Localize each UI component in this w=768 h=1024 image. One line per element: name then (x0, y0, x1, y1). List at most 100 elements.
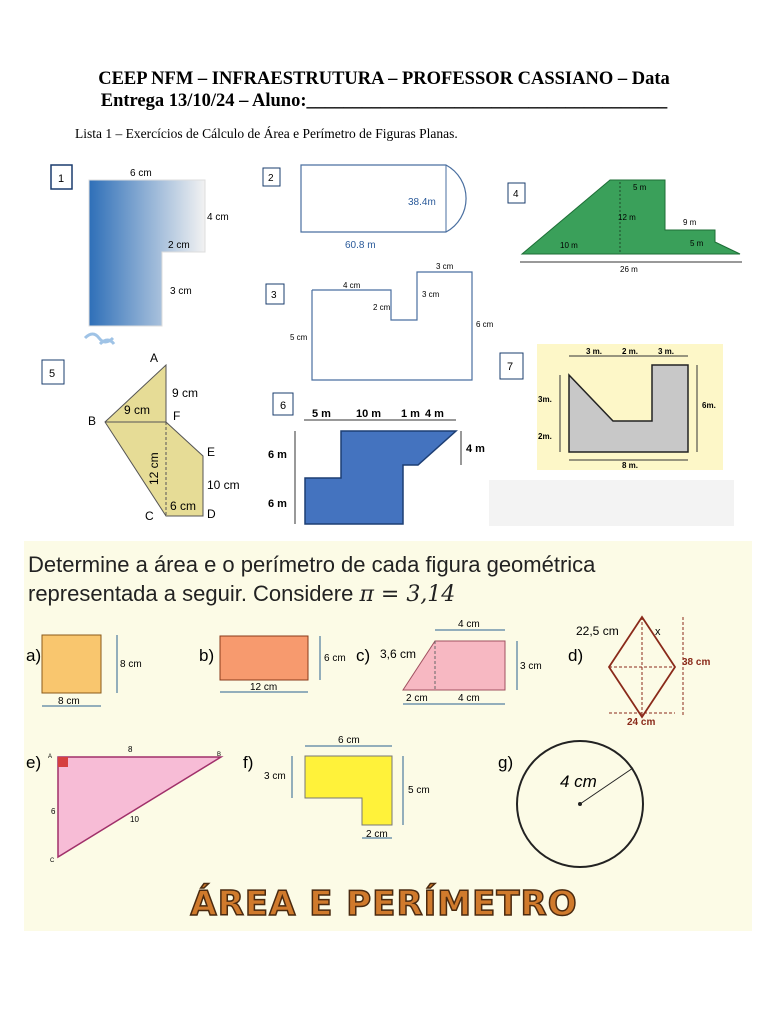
figure-g-circle (516, 740, 644, 868)
figure-2: 2 38.4m 60.8 m (262, 164, 467, 251)
figure-6: 6 5 m 10 m 1 m 4 m 6 m 6 m 4 m (268, 392, 485, 525)
figure-a: a) 8 cm 8 cm (26, 634, 142, 707)
figure-5: 5 A B C D E F 9 cm 9 cm 12 cm 6 cm 10 cm (41, 351, 240, 523)
figure-f-label: f) (243, 753, 253, 772)
figure-3-shape (311, 271, 473, 381)
figure-6-r-label: 4 m (466, 443, 485, 455)
figure-5-bf-label: 9 cm (124, 403, 150, 417)
figure-4-right-label: 5 m (690, 239, 704, 248)
figure-2-number: 2 (268, 173, 274, 184)
figure-f-bottom-label: 2 cm (366, 829, 388, 840)
figure-d: d) 22,5 cm x 38 cm 24 cm (568, 615, 710, 728)
figure-5-height-label: 12 cm (147, 452, 161, 485)
figure-b-label: b) (199, 646, 214, 665)
figure-d-label: d) (568, 646, 583, 665)
figure-3-righttop-label: 3 cm (436, 262, 454, 271)
figure-3: 3 4 cm 2 cm 3 cm 3 cm 6 cm 5 cm (265, 262, 494, 381)
figure-e-hyp-label: 10 (130, 815, 139, 824)
figure-7-r-label: 6m. (702, 401, 716, 410)
figure-f: f) 6 cm 3 cm 5 cm 2 cm (243, 735, 430, 840)
task-instructions: Determine a área e o perímetro de cada f… (28, 550, 748, 609)
figure-1-shape (88, 179, 206, 327)
figure-6-d4-label: 4 m (425, 408, 444, 420)
figure-4: 4 5 m 12 m 9 m 5 m 10 m 26 m (507, 179, 742, 274)
figure-1-number: 1 (58, 173, 64, 185)
figure-7-gray-band (489, 480, 734, 526)
figure-5-point-d: D (207, 507, 216, 521)
wave-decoration (83, 332, 116, 346)
figure-5-number: 5 (49, 368, 55, 380)
figure-d-side-label: 22,5 cm (576, 624, 619, 638)
figure-e: e) A B C 8 6 10 (26, 745, 224, 864)
figure-3-lefttop-label: 4 cm (343, 281, 361, 290)
figure-5-point-c: C (145, 509, 154, 523)
figure-g-radius-label: 4 cm (560, 772, 597, 791)
figure-7-shape (568, 364, 689, 453)
figure-5-point-a: A (150, 351, 158, 365)
figure-g-radius-line (579, 767, 634, 805)
figure-b-side-label: 6 cm (324, 653, 346, 664)
figure-3-number: 3 (271, 290, 277, 301)
figure-5-point-b: B (88, 414, 96, 428)
figure-e-triangle (57, 756, 224, 859)
figure-d-height-label: 38 cm (682, 657, 710, 668)
figure-4-step-label: 9 m (683, 218, 697, 227)
figure-a-bottom-label: 8 cm (58, 696, 80, 707)
figure-3-left-label: 5 cm (290, 333, 308, 342)
figure-6-number-box (272, 392, 294, 416)
figure-a-side-label: 8 cm (120, 659, 142, 670)
figure-3-notchh-label: 3 cm (422, 290, 440, 299)
figure-6-d1-label: 5 m (312, 408, 331, 420)
exercise-panel (24, 541, 752, 931)
figure-b: b) 6 cm 12 cm (199, 635, 346, 693)
figure-1: 1 6 cm 4 cm 2 cm 3 cm (50, 164, 229, 346)
figure-f-top-label: 6 cm (338, 735, 360, 746)
figure-e-right-angle (58, 757, 68, 767)
figure-e-top-label: 8 (128, 745, 133, 754)
figure-6-number: 6 (280, 400, 286, 412)
figure-5-cd-label: 6 cm (170, 499, 196, 513)
figure-c-side-label: 3 cm (520, 661, 542, 672)
figure-2-number-box (262, 167, 281, 187)
figure-7-number: 7 (507, 361, 513, 373)
figure-5-point-e: E (207, 445, 215, 459)
figure-b-bottom-label: 12 cm (250, 682, 277, 693)
figure-6-shape (304, 430, 458, 525)
task-line-2-text: representada a seguir. Considere (28, 581, 360, 606)
figure-4-shape (520, 179, 741, 255)
figure-3-right-label: 6 cm (476, 320, 494, 329)
figure-c-trapezoid (402, 640, 506, 691)
list-subtitle: Lista 1 – Exercícios de Cálculo de Área … (75, 126, 458, 141)
figure-d-x-label: x (655, 626, 661, 638)
figure-1-inner-label: 2 cm (168, 240, 190, 251)
figure-c-slant-label: 3,6 cm (380, 647, 416, 661)
figure-5-de-label: 10 cm (207, 478, 240, 492)
figure-5-number-box (41, 359, 65, 385)
header-line-2: Entrega 13/10/24 – Aluno:_______________… (100, 91, 668, 111)
figure-g: g) 4 cm (498, 740, 644, 868)
pi-value: π = 3,14 (359, 582, 456, 607)
figure-4-left-label: 10 m (560, 241, 578, 250)
figure-e-point-c: C (50, 858, 55, 864)
figure-7-t1-label: 3 m. (586, 347, 602, 356)
figure-4-mid-label: 12 m (618, 213, 636, 222)
figure-d-width-label: 24 cm (627, 717, 655, 728)
figure-7-t2-label: 2 m. (622, 347, 638, 356)
header-line-1: CEEP NFM – INFRAESTRUTURA – PROFESSOR CA… (98, 69, 670, 89)
figure-5-point-f: F (173, 409, 180, 423)
figure-4-top-label: 5 m (633, 183, 647, 192)
figure-4-number-box (507, 182, 526, 204)
document-header: CEEP NFM – INFRAESTRUTURA – PROFESSOR CA… (40, 68, 728, 112)
figure-1-top-label: 6 cm (130, 168, 152, 179)
figure-6-d2-label: 10 m (356, 408, 381, 420)
figure-6-h2-label: 6 m (268, 498, 287, 510)
figure-f-left-label: 3 cm (264, 771, 286, 782)
task-line-1: Determine a área e o perímetro de cada f… (28, 552, 596, 577)
figure-2-width-label: 60.8 m (345, 240, 376, 251)
figure-c-b1-label: 2 cm (406, 693, 428, 704)
bottom-figures: a) 8 cm 8 cm b) 6 cm 12 cm c) 3,6 cm 4 c… (26, 615, 710, 868)
figure-a-square (41, 634, 102, 694)
figure-1-lower-label: 3 cm (170, 286, 192, 297)
figure-7-number-box (499, 352, 524, 380)
figure-f-shape (304, 755, 393, 826)
